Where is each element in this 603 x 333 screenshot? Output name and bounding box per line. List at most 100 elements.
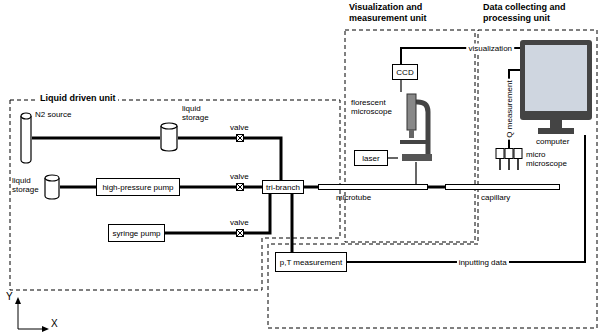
scope-tube [407, 94, 416, 130]
y-axis [18, 302, 19, 329]
cylinder-body [21, 116, 31, 163]
valve-body [237, 230, 244, 237]
connector-line [244, 186, 262, 189]
pipe-connector [416, 162, 417, 184]
scope-base [402, 154, 432, 161]
valve-cross [237, 135, 243, 141]
cylinder-top [45, 175, 59, 181]
tube: capillary [445, 184, 560, 190]
cylinder-top [21, 113, 31, 119]
process-box: high-pressure pump [96, 178, 180, 196]
connector-line [244, 194, 270, 233]
valve-body [237, 135, 244, 142]
pipe-connector [244, 138, 281, 180]
pipe-connector [388, 158, 398, 159]
connector-line [347, 135, 585, 262]
monitor-screen [525, 45, 587, 111]
pipe-connector [347, 135, 585, 262]
process-box: CCD [392, 64, 418, 80]
monitor-frame [520, 40, 592, 120]
node-label: high-pressure pump [102, 183, 173, 192]
valve-box: valve [236, 183, 244, 191]
node-label: tri-branch [266, 183, 300, 192]
micro-stem [499, 159, 501, 171]
node-label: florescent microscope [351, 98, 397, 116]
node-label: valve [230, 123, 260, 132]
node-outline [495, 148, 523, 170]
unit-heading: Data collecting and processing unit [481, 2, 597, 24]
visualization-unit-outline [345, 30, 475, 242]
valve-body [237, 184, 244, 191]
connector-line [180, 186, 236, 189]
valve-cross [237, 184, 243, 190]
node-outline [44, 174, 60, 200]
node-label: liquid storage [182, 104, 224, 122]
node-outline [236, 229, 244, 237]
pipe-connector [244, 187, 262, 188]
process-box: p,T measurement [275, 252, 347, 272]
pipe-connector [32, 138, 160, 139]
tube-wall [446, 185, 560, 190]
connector-line [32, 137, 160, 140]
node-label: capillary [481, 193, 531, 202]
cylinder-body [161, 126, 177, 151]
cylinder-top [161, 123, 177, 129]
computer-icon: computer [520, 40, 592, 135]
data-unit-outline [268, 30, 597, 328]
tube-wall [319, 185, 428, 190]
scope-arm [416, 102, 428, 154]
connector-line [165, 232, 236, 235]
axis-label: Y [6, 291, 13, 302]
pipe-connector [60, 187, 96, 188]
connector-line [291, 194, 294, 252]
scope-objective [409, 130, 414, 138]
node-label: computer [536, 137, 586, 146]
micro-stem [508, 159, 510, 171]
node-outline [445, 184, 560, 190]
unit-heading: Liquid driven unit [38, 93, 118, 104]
connector-line [178, 137, 236, 140]
micro-head [505, 149, 513, 159]
tube: microtube [318, 184, 428, 190]
connector-label: visualization [466, 44, 514, 53]
storage-cylinder: liquid storage [160, 122, 178, 152]
unit-region: Visualization and measurement unitCCDflo… [345, 30, 475, 242]
node-label: CCD [396, 68, 413, 77]
connector-line [400, 80, 401, 92]
node-label: micro microscope [526, 150, 574, 168]
connector-line [60, 186, 96, 189]
micro-microscope-icon: micro microscope [495, 148, 523, 170]
connector-label: inputting data [457, 258, 509, 267]
connector-label: Q measurement [505, 78, 514, 139]
x-axis-head [42, 326, 49, 332]
scope-stage [400, 140, 428, 144]
storage-cylinder: N2 source [20, 112, 32, 164]
pipe-connector [428, 187, 445, 188]
connector-line [244, 138, 281, 180]
axis-label: X [51, 318, 58, 329]
node-label: syringe pump [112, 229, 160, 238]
microscope-icon: florescent microscope [398, 92, 434, 162]
node-label: liquid storage [12, 176, 43, 194]
node-outline [160, 122, 178, 152]
pipe-connector [244, 194, 270, 233]
storage-cylinder: liquid storage [44, 174, 60, 200]
process-box: syringe pump [108, 224, 165, 242]
connector-line [304, 186, 318, 189]
node-label: N2 source [35, 110, 85, 119]
node-outline [236, 183, 244, 191]
node-outline [318, 184, 428, 190]
connector-line [388, 157, 398, 158]
pipe-connector [292, 194, 293, 252]
monitor-base [538, 128, 574, 134]
node-outline [20, 112, 32, 164]
valve-box: valve [236, 134, 244, 142]
y-axis-head [15, 297, 21, 304]
process-box: tri-branch [262, 180, 304, 194]
node-label: laser [362, 154, 379, 163]
valve-cross [237, 230, 243, 236]
connector-line [415, 162, 416, 184]
pipe-connector [304, 187, 318, 188]
pipe-connector [180, 187, 236, 188]
x-axis [18, 329, 44, 330]
